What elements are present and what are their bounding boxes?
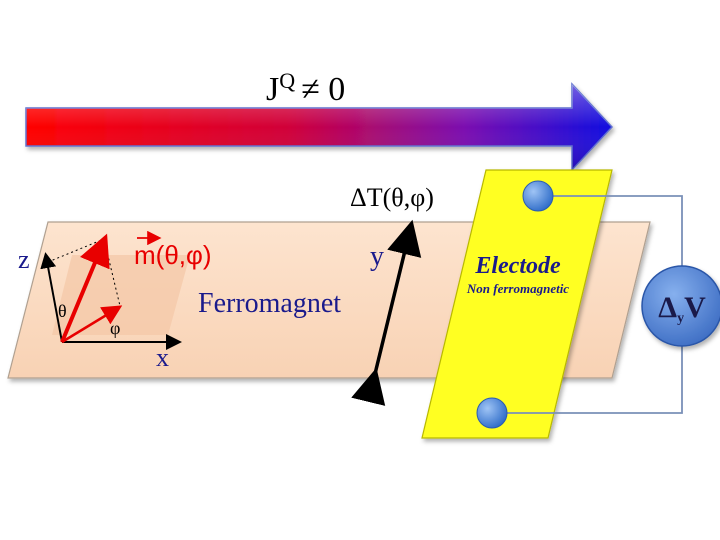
ferromagnet-label: Ferromagnet (198, 288, 341, 319)
z-axis (40, 252, 63, 343)
wire-top (538, 195, 683, 268)
x-axis-label: x (156, 343, 169, 372)
theta-label: θ (58, 301, 67, 321)
in-plane-projection-vector (61, 305, 123, 344)
electrode-strip (421, 169, 613, 439)
y-axis-label: y (370, 241, 384, 272)
heat-flow-arrow (25, 82, 614, 172)
thermal-gradient-arrow (351, 219, 422, 406)
magnetization-label: m(θ,φ) (134, 230, 212, 270)
magnetization-inner-vector (61, 246, 103, 343)
z-axis-label: z (18, 245, 30, 274)
phi-label: φ (110, 318, 120, 338)
projection-plane (52, 255, 190, 335)
electrode-sublabel: Non ferromagnetic (466, 281, 569, 296)
delta-t-label: ΔT(θ,φ) (350, 183, 434, 212)
bottom-contact (476, 397, 508, 429)
top-contact (522, 180, 554, 212)
heat-flow-label: JQ≠ 0 (266, 68, 345, 108)
svg-text:m(θ,φ): m(θ,φ) (134, 240, 212, 270)
wire-bottom (492, 346, 683, 414)
voltmeter (641, 265, 720, 347)
electrode-label: Electode (474, 253, 561, 279)
voltmeter-label: ΔyV (658, 291, 706, 326)
